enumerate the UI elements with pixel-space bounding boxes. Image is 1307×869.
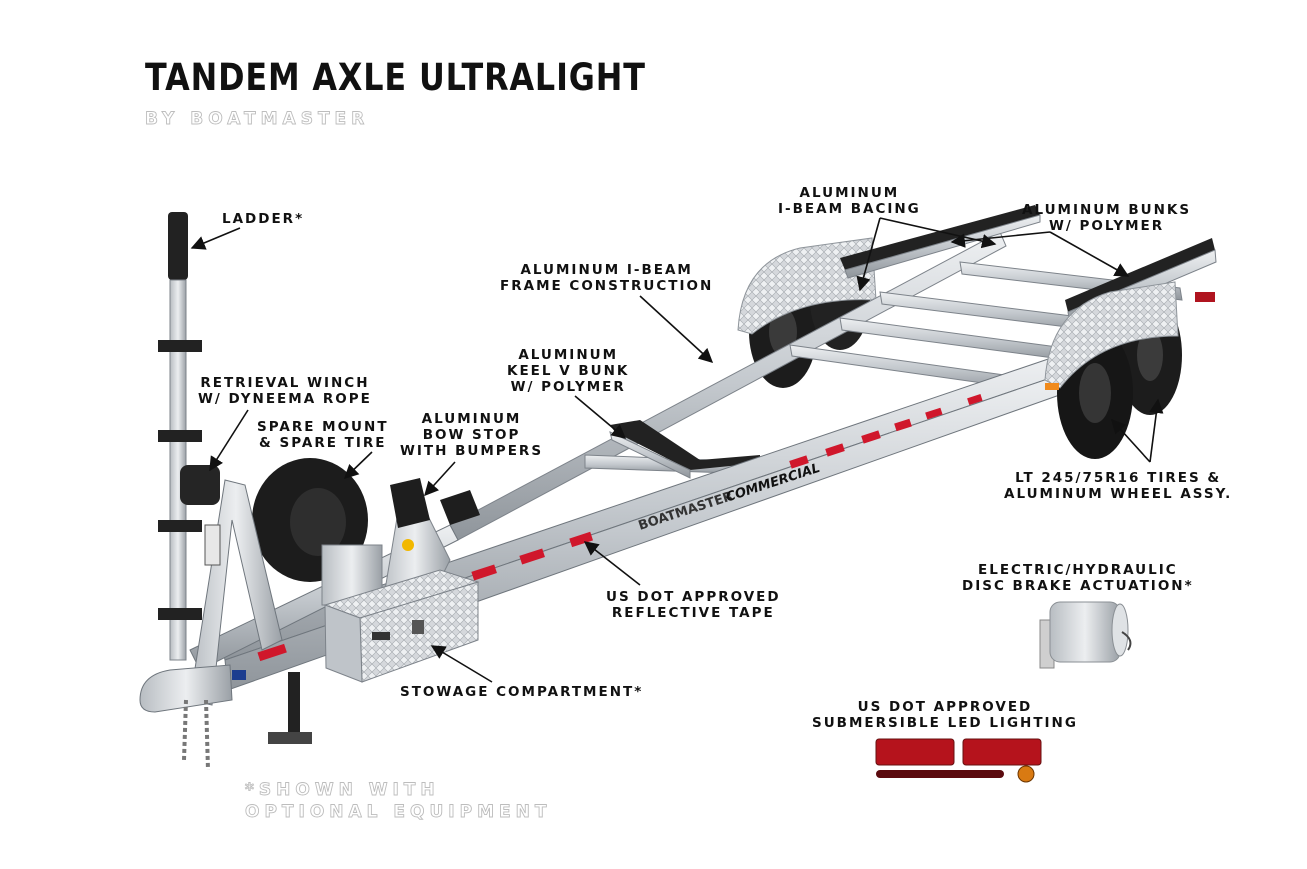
ladder	[158, 212, 202, 661]
arrow-bunks-b	[1049, 231, 1130, 277]
arrow-tires-a	[1111, 418, 1151, 463]
brake-actuator	[1039, 601, 1132, 669]
arrow-winch	[209, 409, 249, 472]
tail-lights	[1045, 292, 1215, 390]
page-subtitle: BY BOATMASTER	[145, 109, 370, 130]
label-brake-actuation: ELECTRIC/HYDRAULIC DISC BRAKE ACTUATION*	[962, 562, 1194, 594]
footnote-line-1: *SHOWN WITH	[245, 780, 440, 801]
label-bow-stop: ALUMINUM BOW STOP WITH BUMPERS	[400, 411, 544, 459]
arrow-bracing-a	[856, 217, 881, 292]
arrow-bowstop	[424, 461, 456, 497]
led-lights	[875, 738, 1042, 783]
spare-tire	[252, 458, 383, 606]
callout-arrows	[190, 217, 1164, 683]
far-bunk	[840, 205, 1041, 279]
label-keel-bunk: ALUMINUM KEEL V BUNK W/ POLYMER	[507, 347, 630, 395]
arrow-ladder	[190, 227, 241, 250]
label-ibeam-bracing: ALUMINUM I-BEAM BACING	[778, 185, 921, 217]
arrow-tires-b	[1149, 398, 1164, 463]
arrow-frame	[639, 295, 714, 363]
arrow-spare	[343, 451, 373, 479]
label-reflective-tape: US DOT APPROVED REFLECTIVE TAPE	[606, 589, 781, 621]
label-tires: LT 245/75R16 TIRES & ALUMINUM WHEEL ASSY…	[1004, 470, 1233, 502]
arrow-bunks-a	[950, 231, 1051, 248]
label-winch: RETRIEVAL WINCH W/ DYNEEMA ROPE	[198, 375, 372, 407]
coupler-and-jack	[139, 664, 312, 771]
label-ladder: LADDER*	[222, 211, 305, 227]
footnote: *SHOWN WITH OPTIONAL EQUIPMENT	[245, 779, 551, 823]
label-storage: STOWAGE COMPARTMENT*	[400, 684, 644, 700]
arrow-keel	[574, 395, 627, 439]
footnote-line-2: OPTIONAL EQUIPMENT	[245, 802, 552, 823]
label-spare: SPARE MOUNT & SPARE TIRE	[257, 419, 389, 451]
label-lighting: US DOT APPROVED SUBMERSIBLE LED LIGHTING	[812, 699, 1078, 731]
label-frame: ALUMINUM I-BEAM FRAME CONSTRUCTION	[500, 262, 714, 294]
arrow-tape	[583, 541, 641, 586]
label-bunks: ALUMINUM BUNKS W/ POLYMER	[1022, 202, 1192, 234]
near-fender	[1044, 281, 1179, 389]
page-title: TANDEM AXLE ULTRALIGHT	[145, 56, 646, 99]
arrow-storage	[430, 645, 493, 683]
storage-box	[323, 569, 480, 683]
reflective-tape	[257, 394, 983, 662]
